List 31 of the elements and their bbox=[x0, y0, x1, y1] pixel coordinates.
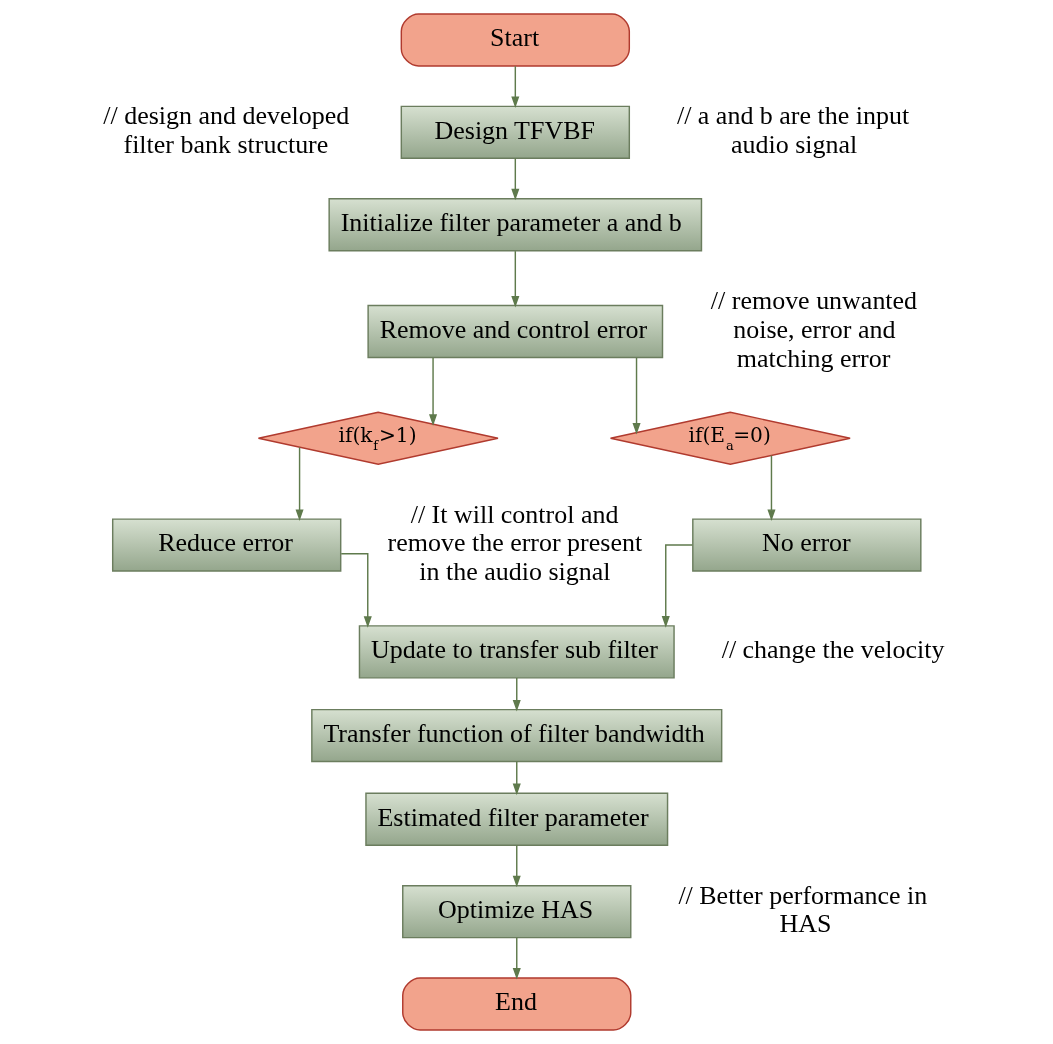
node-label: // It will control and remove the error present in the audio signal bbox=[387, 499, 643, 587]
arrow bbox=[632, 357, 641, 435]
arrow bbox=[512, 844, 521, 888]
node-box: No error bbox=[692, 518, 922, 572]
arrow bbox=[511, 250, 520, 308]
arrow bbox=[661, 544, 693, 628]
node-label: // change the velocity bbox=[721, 635, 945, 665]
arrow bbox=[512, 937, 521, 980]
arrow bbox=[512, 677, 521, 712]
node-box: Start bbox=[400, 13, 631, 67]
arrow bbox=[340, 553, 372, 628]
node-box: Estimated filter parameter bbox=[365, 792, 669, 846]
arrow bbox=[295, 446, 304, 521]
arrow bbox=[511, 65, 520, 108]
node-diamond: if(E$_{a}$=0) bbox=[609, 411, 851, 465]
arrow bbox=[511, 157, 520, 201]
node-label: // a and b are the input audio signal bbox=[676, 101, 910, 160]
node-label: // Better performance in HAS bbox=[678, 880, 928, 939]
node-box: Transfer function of filter bandwidth bbox=[311, 708, 723, 763]
node-label: // remove unwanted noise, error and matching error bbox=[710, 286, 918, 373]
node-label: // design and developed filter bank structure bbox=[103, 101, 350, 160]
node-box: Update to transfer sub filter bbox=[358, 625, 675, 679]
node-box: Reduce error bbox=[112, 518, 342, 572]
arrow bbox=[429, 357, 438, 426]
arrow bbox=[512, 760, 521, 796]
node-box: End bbox=[402, 977, 632, 1031]
node-box: Optimize HAS bbox=[402, 884, 632, 939]
node-box: Design TFVBF bbox=[400, 105, 631, 160]
node-box: Initialize filter parameter a and b bbox=[328, 198, 703, 252]
node-box: Remove and control error bbox=[367, 304, 664, 359]
arrow bbox=[767, 454, 776, 521]
